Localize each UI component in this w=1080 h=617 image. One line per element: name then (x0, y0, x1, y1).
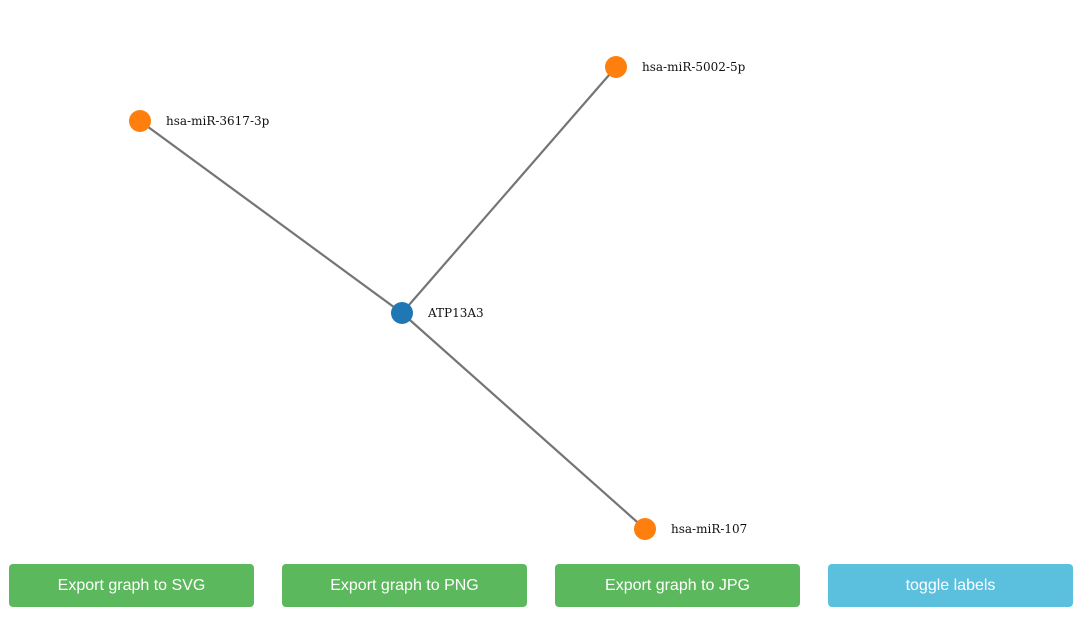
export-jpg-button[interactable]: Export graph to JPG (555, 564, 800, 607)
edge-atp13a3-hsa-mir-3617-3p (139, 120, 403, 314)
export-png-button[interactable]: Export graph to PNG (282, 564, 527, 607)
node-label-atp13a3: ATP13A3 (427, 306, 484, 320)
node-label-hsa-mir-5002-5p: hsa-miR-5002-5p (642, 60, 746, 74)
node-hsa-mir-5002-5p[interactable] (605, 56, 627, 78)
node-layer (129, 56, 656, 540)
toggle-labels-button[interactable]: toggle labels (828, 564, 1073, 607)
export-button-bar: Export graph to SVG Export graph to PNG … (0, 564, 1080, 607)
edge-atp13a3-hsa-mir-107 (401, 312, 646, 530)
network-graph[interactable]: ATP13A3 hsa-miR-3617-3p hsa-miR-5002-5p hsa… (0, 0, 1080, 550)
edge-atp13a3-hsa-mir-5002-5p (401, 66, 617, 314)
node-label-hsa-mir-107: hsa-miR-107 (671, 522, 747, 536)
node-atp13a3[interactable] (391, 302, 413, 324)
node-hsa-mir-107[interactable] (634, 518, 656, 540)
label-layer: ATP13A3 hsa-miR-3617-3p hsa-miR-5002-5p hsa… (166, 60, 747, 536)
node-label-hsa-mir-3617-3p: hsa-miR-3617-3p (166, 114, 270, 128)
edge-layer (139, 66, 646, 530)
node-hsa-mir-3617-3p[interactable] (129, 110, 151, 132)
export-svg-button[interactable]: Export graph to SVG (9, 564, 254, 607)
